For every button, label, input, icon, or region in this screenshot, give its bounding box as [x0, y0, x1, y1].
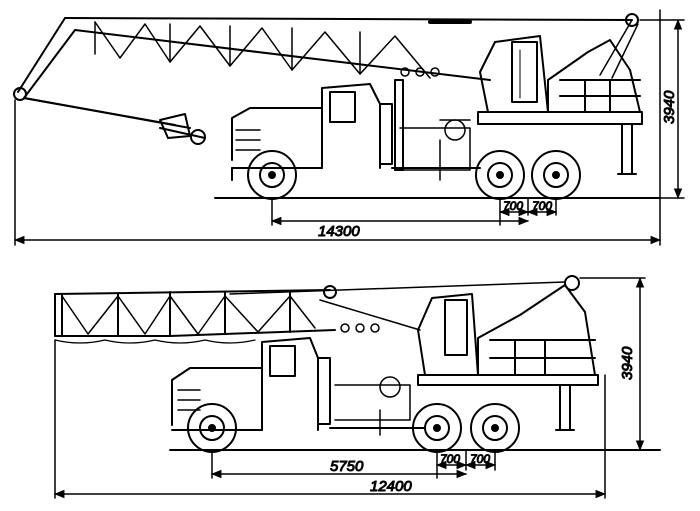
boom-top-sheave	[625, 13, 639, 27]
axle-spacing-label: 700	[440, 452, 460, 466]
boom	[13, 13, 639, 101]
overall-length-label: 12400	[370, 478, 412, 495]
working-dimensions	[13, 9, 685, 246]
boom-head-sheave	[13, 87, 27, 101]
truck-cab	[231, 79, 481, 181]
axle-spacing-label: 700	[470, 452, 490, 466]
axle-spacing-label: 700	[532, 199, 552, 213]
rear-wheel-2	[531, 150, 581, 200]
height-label: 3940	[661, 90, 678, 124]
wheels	[247, 150, 581, 200]
boom	[54, 275, 580, 344]
hook-block	[23, 97, 206, 145]
chassis	[334, 323, 411, 436]
overall-length-label: 14300	[318, 223, 360, 240]
axle-spacing-label: 700	[503, 199, 523, 213]
wheelbase-label: 5750	[330, 458, 364, 475]
rear-wheel-1	[475, 150, 525, 200]
crane-cab	[477, 35, 643, 175]
front-wheel	[187, 403, 237, 453]
boom-upper-chord	[17, 17, 66, 93]
front-wheel	[247, 150, 297, 200]
chassis	[399, 67, 471, 181]
working-position-view: 14300 700 700 3940	[13, 9, 685, 246]
height-label: 3940	[619, 346, 636, 380]
transport-dimensions	[53, 276, 646, 499]
transport-position-view: 5750 12400 700 700 3940	[53, 275, 661, 499]
rear-wheel-2	[470, 403, 520, 453]
crane-cab	[417, 284, 599, 431]
